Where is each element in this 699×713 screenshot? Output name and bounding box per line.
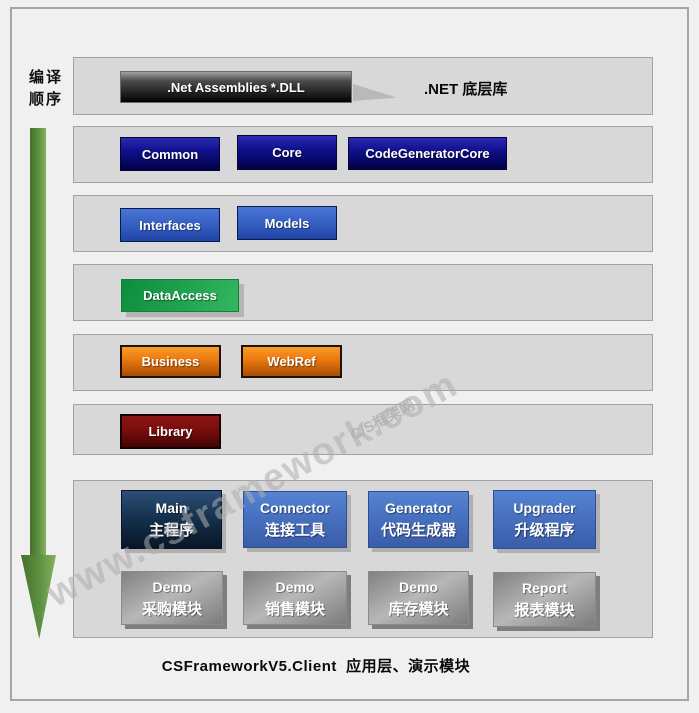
compile-order-arrow-shaft — [30, 128, 46, 556]
box-interfaces: Interfaces — [120, 208, 220, 242]
compile-order-line2: 顺序 — [28, 91, 63, 108]
box-demo-inventory: Demo 库存模块 — [368, 571, 469, 625]
outer-border — [10, 7, 689, 701]
main-app-subtitle: 主程序 — [148, 522, 194, 539]
demo-purchase-title: Demo — [152, 578, 192, 595]
box-demo-purchase: Demo 采购模块 — [121, 571, 223, 625]
report-module-title: Report — [521, 580, 568, 596]
box-dataaccess: DataAccess — [121, 279, 239, 312]
box-dotnet-assemblies: .Net Assemblies *.DLL — [120, 71, 352, 103]
box-core: Core — [237, 135, 337, 170]
dotnet-base-library-note: .NET 底层库 — [424, 81, 508, 98]
demo-purchase-subtitle: 采购模块 — [141, 600, 202, 618]
demo-inventory-subtitle: 库存模块 — [388, 600, 449, 618]
demo-sales-title: Demo — [275, 578, 315, 595]
upgrader-app-title: Upgrader — [513, 500, 576, 516]
box-library: Library — [120, 414, 221, 449]
upgrader-app-subtitle: 升级程序 — [514, 522, 575, 539]
box-webref: WebRef — [241, 345, 342, 378]
layer-band-business — [73, 334, 653, 391]
generator-app-subtitle: 代码生成器 — [380, 522, 456, 539]
demo-sales-subtitle: 销售模块 — [264, 600, 325, 618]
connector-app-title: Connector — [260, 500, 330, 516]
box-demo-sales: Demo 销售模块 — [243, 571, 347, 625]
demo-inventory-title: Demo — [399, 578, 438, 595]
main-app-title: Main — [155, 500, 188, 516]
generator-app-title: Generator — [385, 500, 452, 516]
box-models: Models — [237, 206, 337, 240]
box-report-module: Report 报表模块 — [493, 572, 596, 627]
diagram-caption: CSFrameworkV5.Client 应用层、演示模块 — [161, 658, 471, 675]
compile-order-label: 编译 顺序 — [24, 67, 68, 111]
box-business: Business — [120, 345, 221, 378]
box-generator-app: Generator 代码生成器 — [368, 491, 469, 548]
box-main-app: Main 主程序 — [121, 490, 222, 549]
compile-order-line1: 编译 — [28, 69, 63, 86]
box-common: Common — [120, 137, 220, 171]
box-codegeneratorcore: CodeGeneratorCore — [348, 137, 507, 170]
connector-app-subtitle: 连接工具 — [264, 522, 325, 539]
box-upgrader-app: Upgrader 升级程序 — [493, 490, 596, 549]
report-module-subtitle: 报表模块 — [514, 602, 575, 619]
box-connector-app: Connector 连接工具 — [243, 491, 347, 548]
